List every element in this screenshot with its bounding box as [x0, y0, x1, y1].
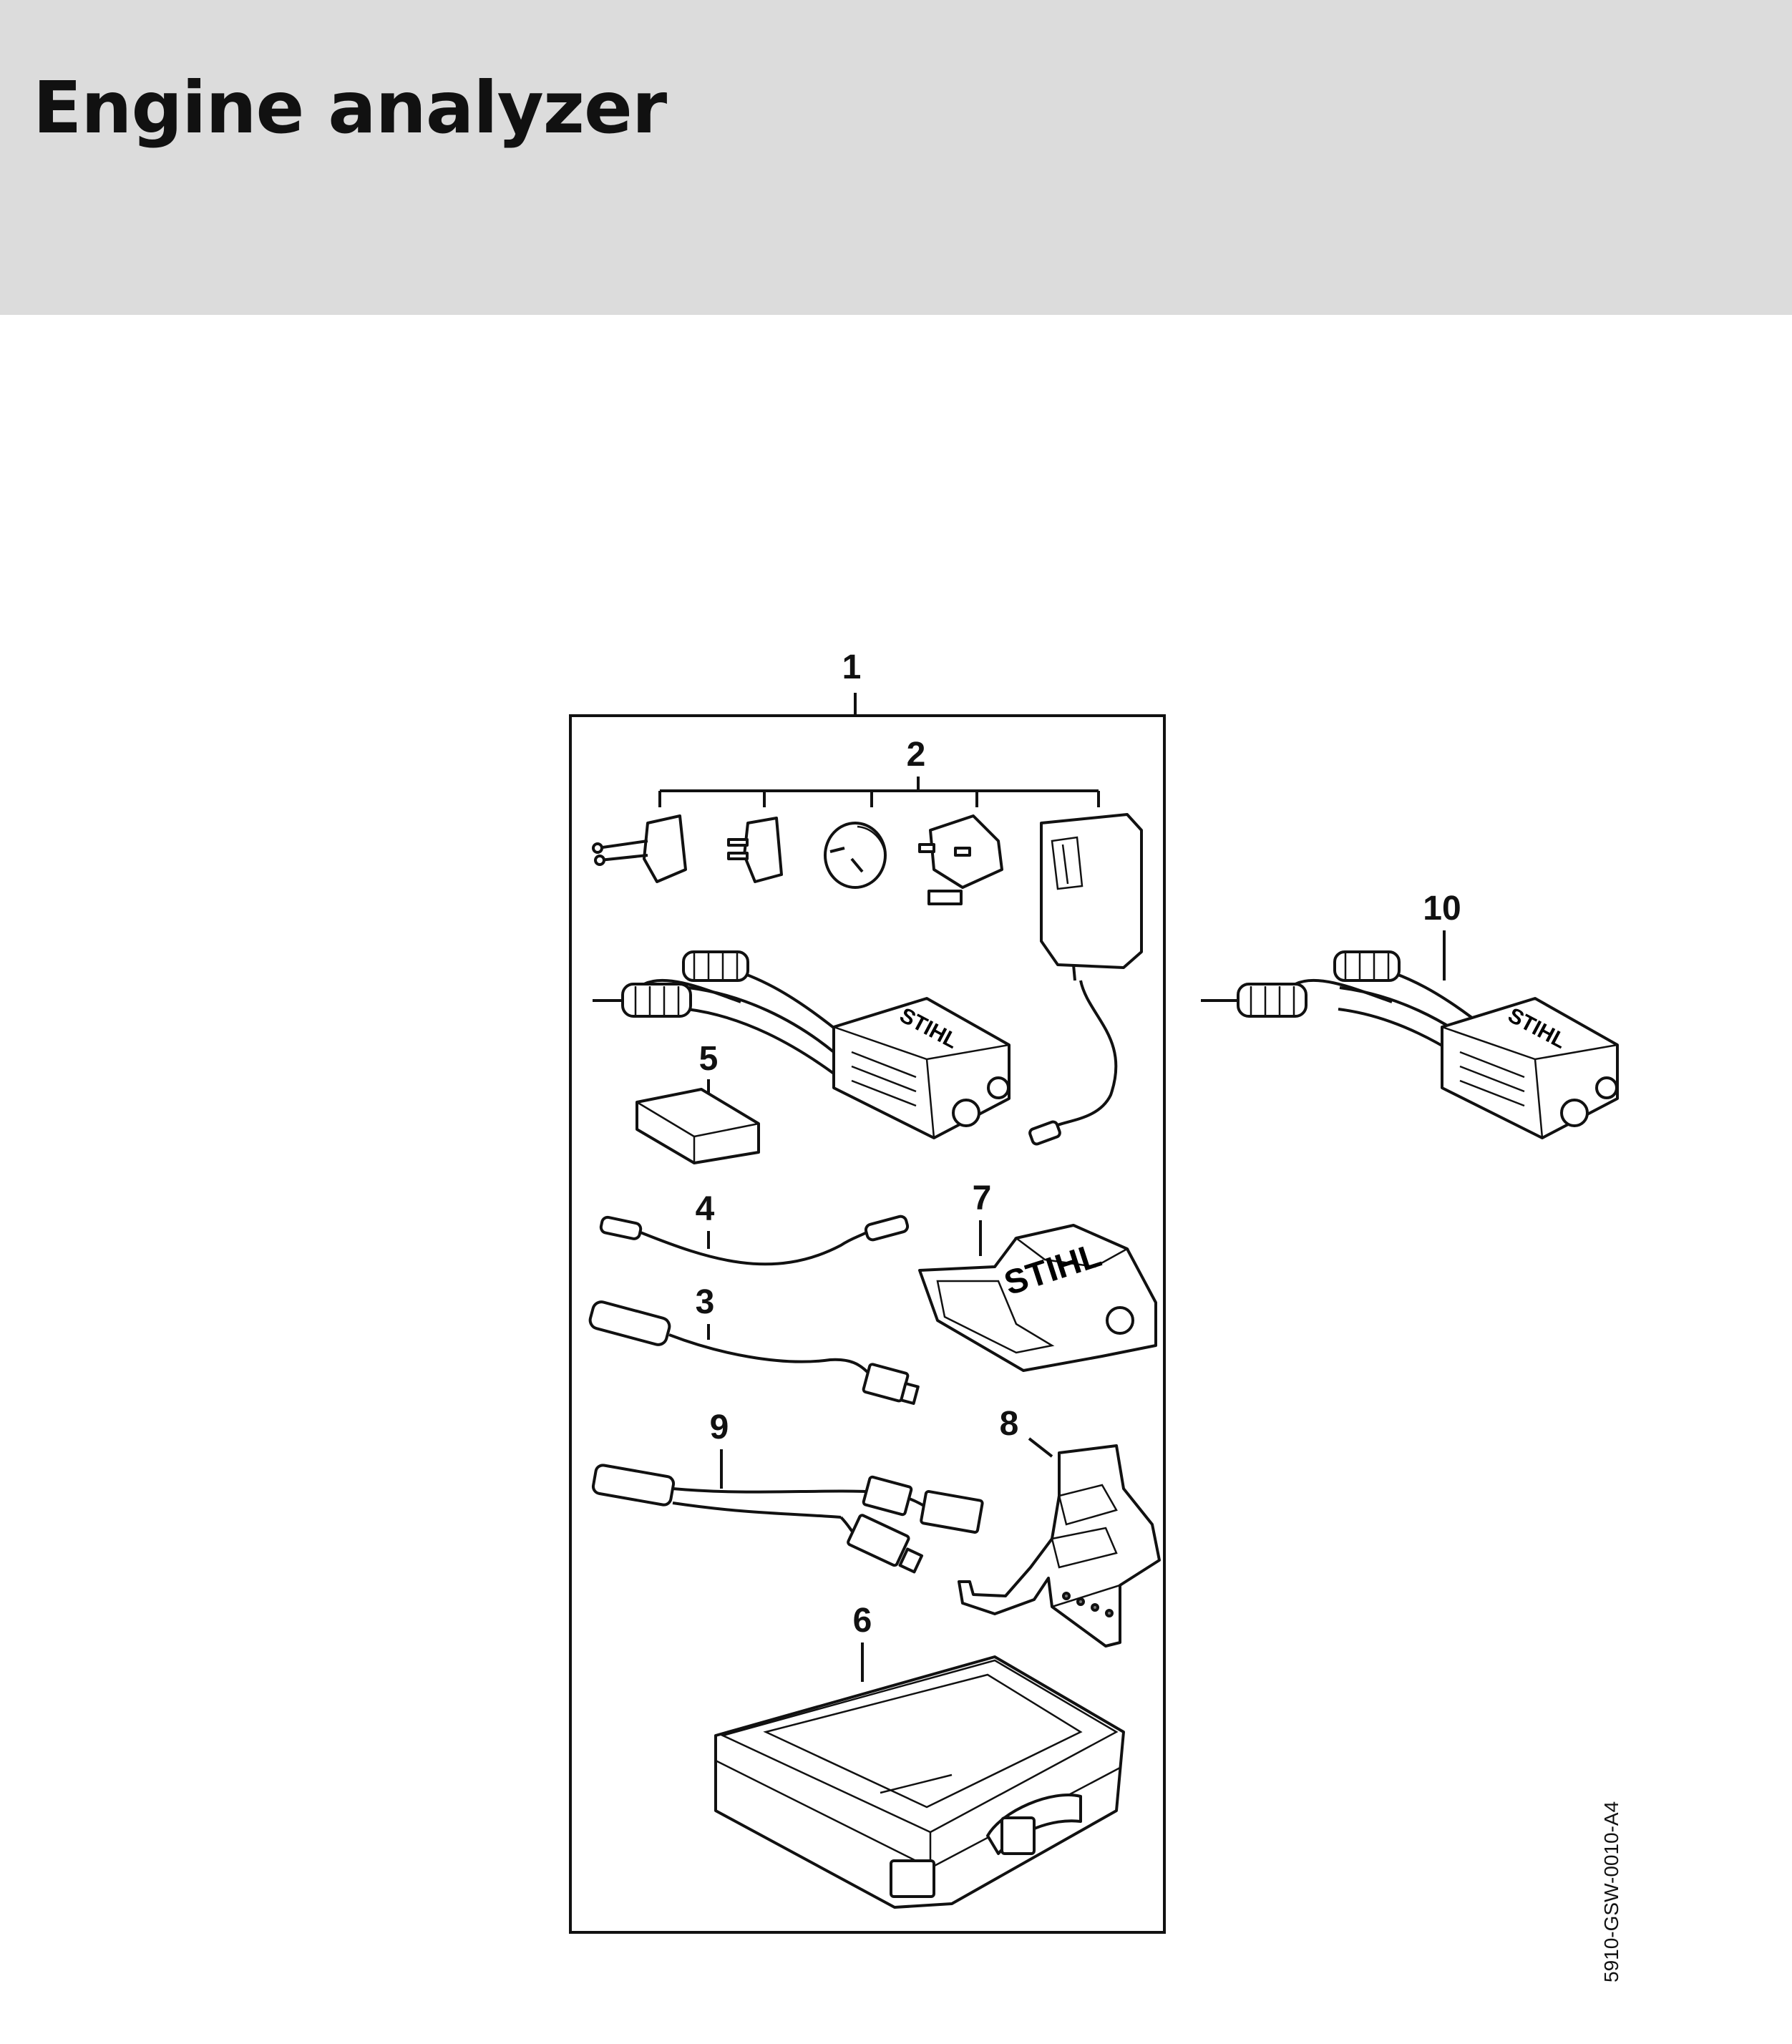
- callout-2-bracket: [658, 777, 1100, 807]
- callout-6: 6: [853, 1602, 872, 1640]
- analyzer-unit-kit: STIHL: [593, 950, 1011, 1139]
- analyzer-unit-separate: STIHL: [1201, 950, 1619, 1139]
- plug-adapter-us: [727, 817, 783, 883]
- callout-2: 2: [907, 736, 926, 774]
- plug-adapter-eu: [592, 814, 687, 883]
- y-cable-9: [591, 1464, 984, 1574]
- power-supply: [1028, 813, 1143, 1146]
- callout-4: 4: [696, 1190, 715, 1228]
- holder-8: [958, 1444, 1161, 1648]
- memory-stick: [636, 1088, 760, 1164]
- connecting-cable-3: [588, 1300, 920, 1405]
- callout-7: 7: [973, 1179, 992, 1217]
- callout-1: 1: [842, 648, 862, 686]
- callout-5: 5: [699, 1040, 719, 1078]
- callout-10: 10: [1423, 890, 1461, 928]
- kit-frame: [569, 714, 1166, 1934]
- holder-7: STIHL: [918, 1224, 1157, 1372]
- connecting-cable-4: [599, 1215, 910, 1266]
- callout-3: 3: [696, 1283, 715, 1321]
- carrying-case: [714, 1655, 1125, 1909]
- callout-8: 8: [1000, 1405, 1019, 1443]
- plug-adapter-au: [824, 822, 887, 889]
- document-code: 5910-GSW-0010-A4: [1600, 1801, 1622, 1982]
- callout-8-leader: [1028, 1437, 1053, 1458]
- plug-adapter-uk: [918, 814, 1003, 905]
- callout-9: 9: [710, 1408, 729, 1446]
- page-title: Engine analyzer: [33, 66, 667, 150]
- header-band: Engine analyzer: [0, 0, 1792, 315]
